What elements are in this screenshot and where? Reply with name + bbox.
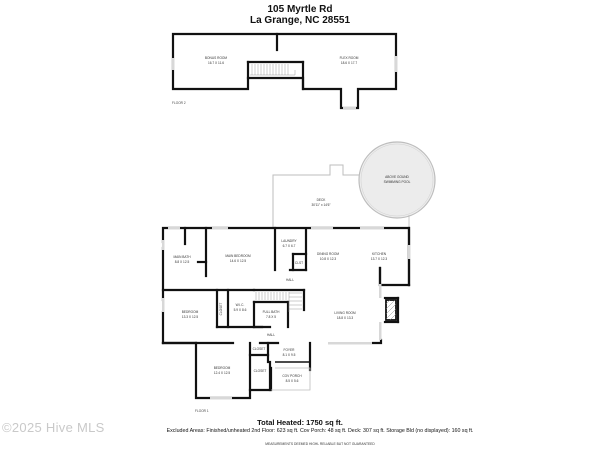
room-label-main-bedroom: MAIN BEDROOM bbox=[225, 254, 251, 258]
porch-outline bbox=[271, 367, 311, 391]
room-dims-foyer: 8.1 X 9.5 bbox=[283, 353, 296, 357]
disclaimer: MEASUREMENTS DEEMED HIGHL RELIABLE BUT N… bbox=[265, 442, 375, 446]
stairs-floor-1 bbox=[255, 292, 302, 312]
room-label-bedroom-left: BEDROOM bbox=[182, 310, 199, 314]
room-label-flex-room: FLEX ROOM bbox=[340, 56, 359, 60]
stairs-floor-2 bbox=[250, 64, 296, 76]
room-label-laundry: LAUNDRY bbox=[281, 239, 297, 243]
room-dims-bonus-room: 16.7 X 11.6 bbox=[208, 61, 224, 65]
room-label-cov-porch: COV PORCH bbox=[282, 374, 302, 378]
pool-label-line-1: ABOVE GOUND bbox=[385, 175, 409, 179]
floor-2-plan bbox=[171, 32, 398, 110]
floor-1-label: FLOOR 1 bbox=[195, 409, 209, 413]
room-label-main-bath: MAIN BATH bbox=[173, 255, 191, 259]
pool-inner-ring bbox=[360, 143, 434, 217]
room-dims-living-room: 18.8 X 13.3 bbox=[337, 316, 354, 320]
room-label-closet-vertical: CLOSET bbox=[219, 303, 223, 316]
room-dims-cov-porch: 8.5 X 5.6 bbox=[286, 379, 299, 383]
floor-1-windows bbox=[162, 227, 411, 400]
address-line-2: La Grange, NC 28551 bbox=[249, 15, 351, 26]
room-dims-flex-room: 18.6 X 17.7 bbox=[341, 61, 358, 65]
room-dims-full-bath: 7.8 X 5 bbox=[266, 315, 276, 319]
window bbox=[343, 106, 356, 109]
room-dims-wic: 5.9 X 8.6 bbox=[234, 308, 247, 312]
room-dims-laundry: 6.7 X 6.7 bbox=[283, 244, 296, 248]
room-label-closet-lower: CLOSET bbox=[254, 369, 267, 373]
room-label-closet-small: CLOSET bbox=[253, 347, 266, 351]
room-label-foyer: FOYER bbox=[284, 348, 296, 352]
room-dims-main-bedroom: 14.6 X 12.5 bbox=[230, 259, 247, 263]
room-label-dining-room: DINING ROOM bbox=[317, 252, 339, 256]
floor-2-label: FLOOR 2 bbox=[172, 101, 186, 105]
room-label-hall-bottom: HALL bbox=[267, 333, 275, 337]
fireplace bbox=[385, 299, 397, 321]
room-label-clst: CLST bbox=[295, 261, 303, 265]
room-label-kitchen: KITCHEN bbox=[372, 252, 387, 256]
above-ground-pool bbox=[358, 141, 436, 219]
room-label-full-bath: FULL BATH bbox=[263, 310, 281, 314]
deck-dims: 30'11" x 14'6" bbox=[311, 203, 330, 207]
watermark: ©2025 Hive MLS bbox=[2, 420, 105, 435]
room-label-wic: W.I.C. bbox=[236, 303, 245, 307]
room-label-living-room: LIVING ROOM bbox=[334, 311, 356, 315]
room-label-bonus-room: BONUS ROOM bbox=[205, 56, 227, 60]
deck-label: DECK bbox=[317, 198, 327, 202]
room-label-bedroom-bottom: BEDROOM bbox=[214, 366, 231, 370]
room-label-hall-top: HALL bbox=[286, 278, 294, 282]
room-dims-dining-room: 10.8 X 12.3 bbox=[320, 257, 337, 261]
window bbox=[172, 58, 175, 70]
pool-label-line-2: SWIMMING POOL bbox=[384, 180, 411, 184]
total-heated: Total Heated: 1750 sq ft. bbox=[257, 418, 343, 427]
deck-outline bbox=[272, 164, 360, 228]
room-dims-bedroom-left: 13.3 X 12.5 bbox=[182, 315, 199, 319]
room-dims-kitchen: 13.7 X 12.3 bbox=[371, 257, 388, 261]
excluded-areas: Excluded Areas: Finished/unheated 2nd Fl… bbox=[166, 428, 474, 434]
window bbox=[395, 56, 398, 72]
room-dims-bedroom-bottom: 12.4 X 12.5 bbox=[214, 371, 231, 375]
address-line-1: 105 Myrtle Rd bbox=[267, 4, 333, 15]
room-dims-main-bath: 8.8 X 12.5 bbox=[175, 260, 190, 264]
